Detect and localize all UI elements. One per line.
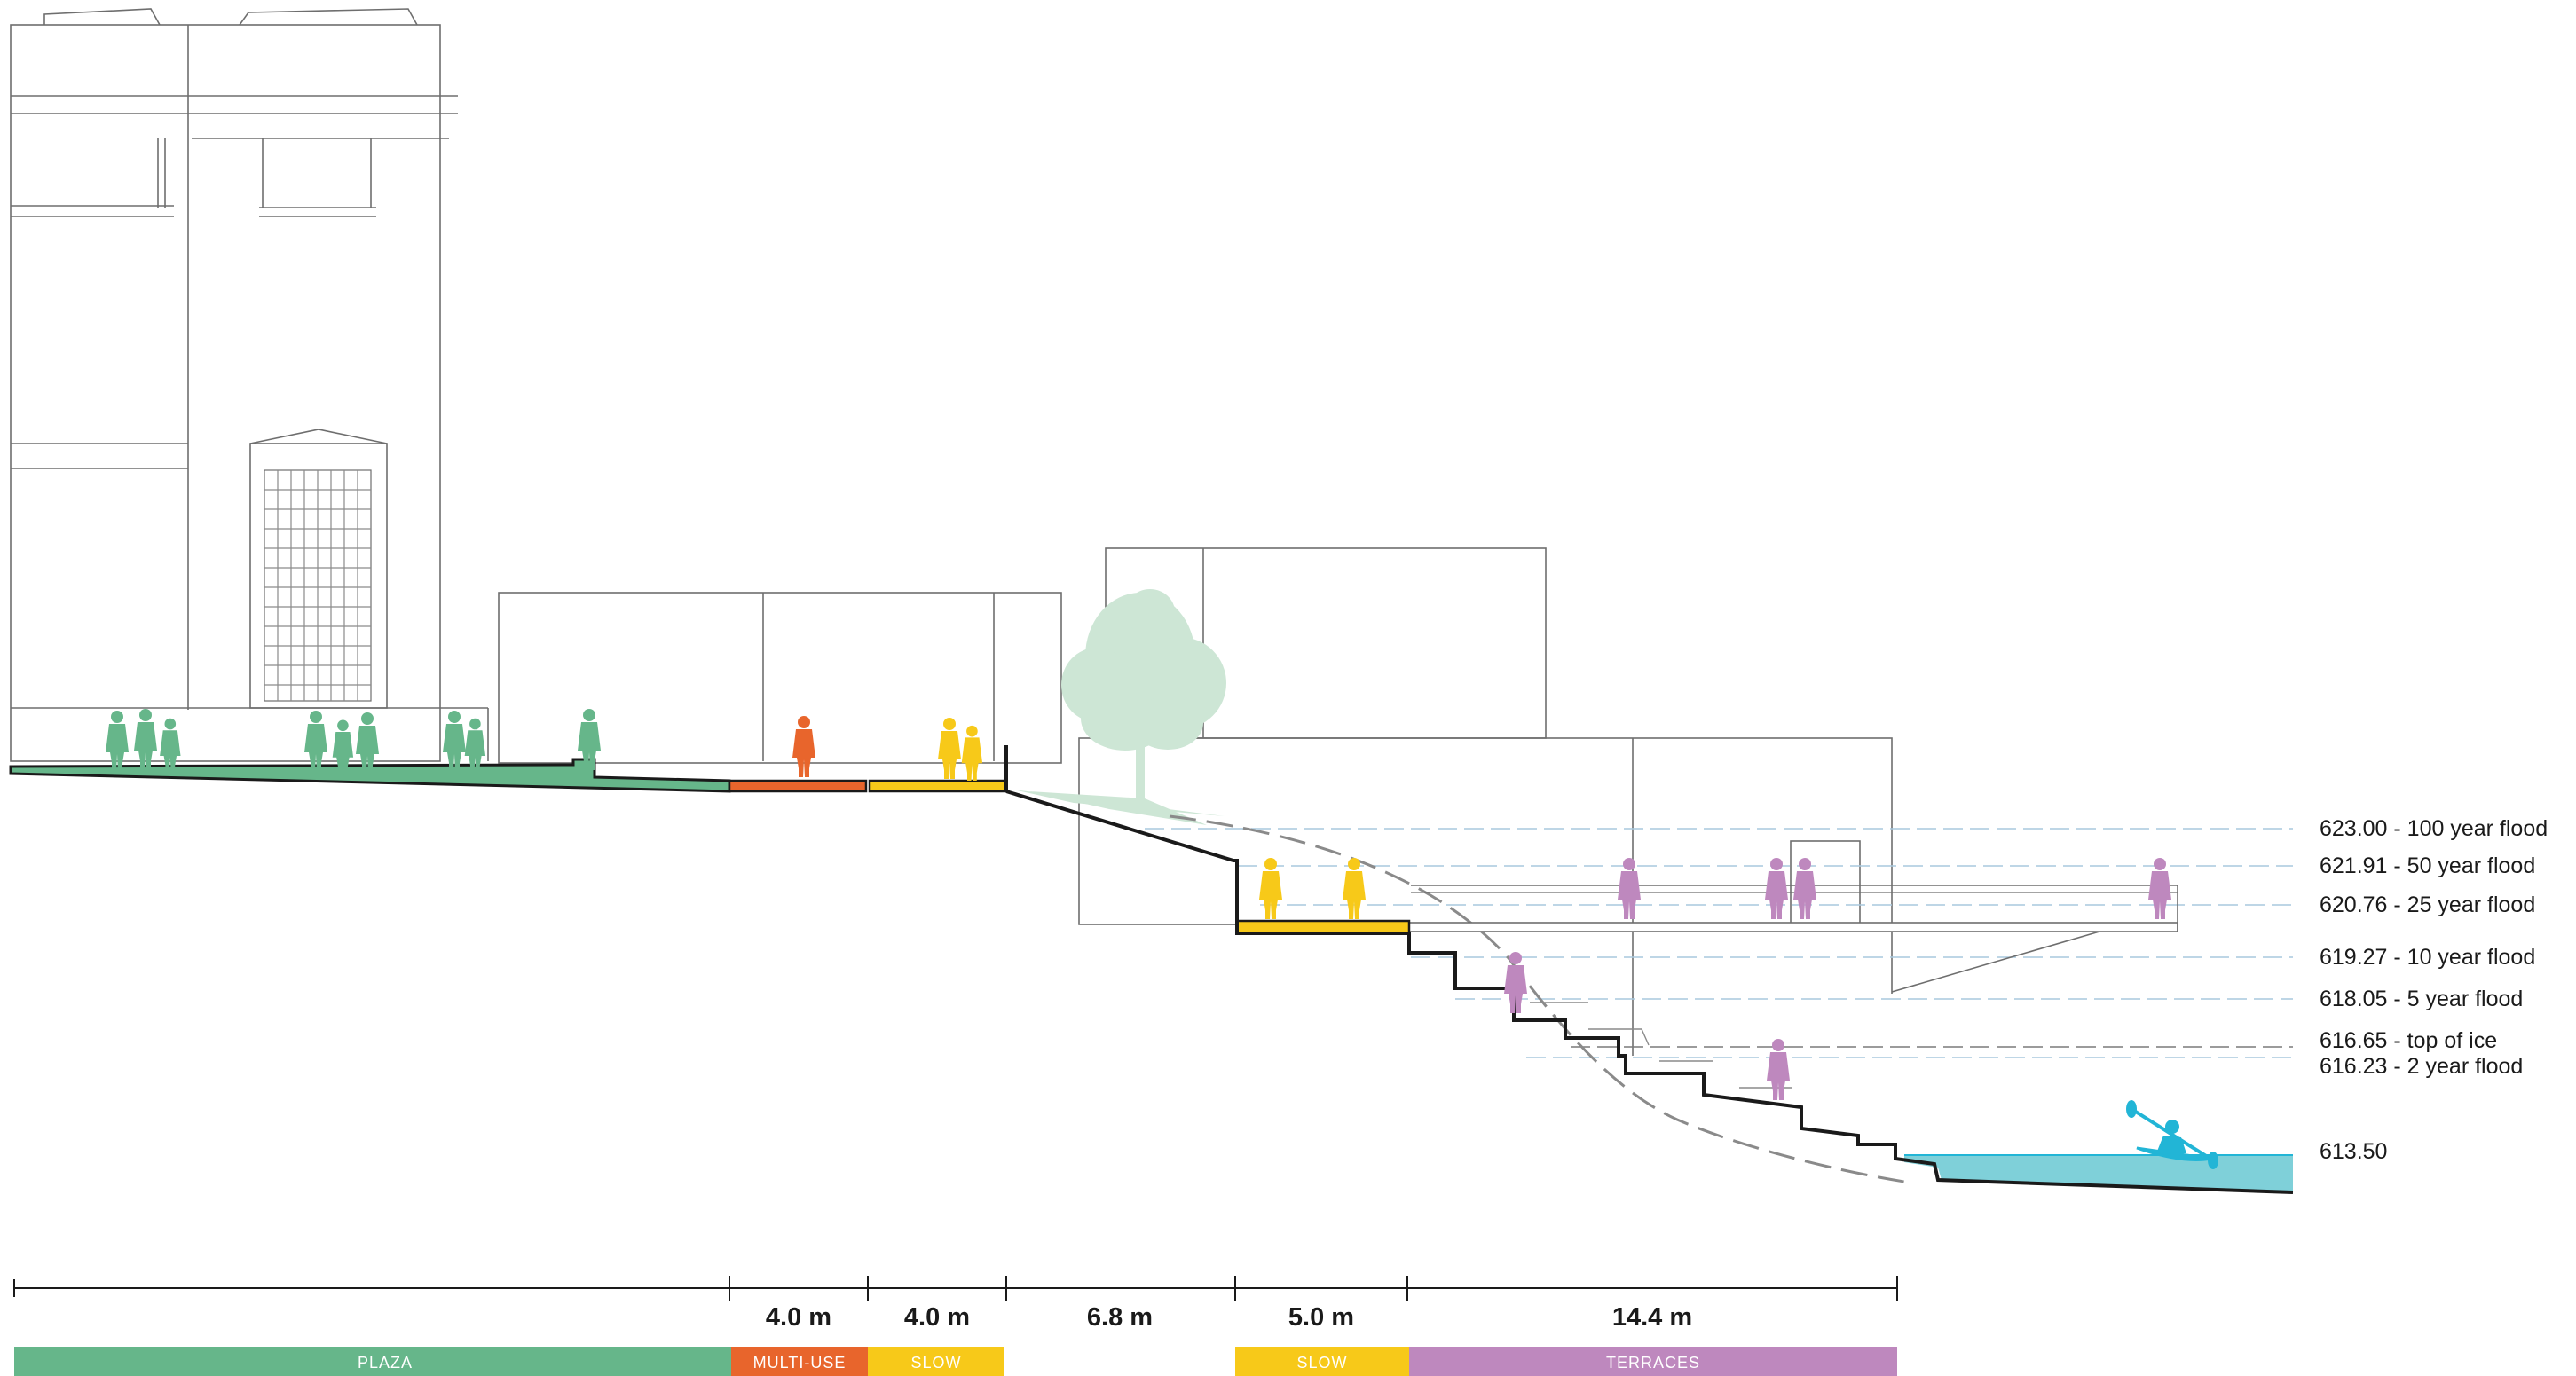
dimension-labels: 4.0 m 4.0 m 6.8 m 5.0 m 14.4 m bbox=[766, 1303, 1692, 1332]
person-icon bbox=[1793, 858, 1816, 919]
dimension-slow-upper: 4.0 m bbox=[904, 1303, 970, 1332]
person-icon bbox=[1343, 858, 1366, 919]
person-icon bbox=[2148, 858, 2171, 919]
river-water bbox=[1904, 1155, 2293, 1192]
zone-bar-slow-lower bbox=[1235, 1347, 1409, 1376]
person-icon bbox=[792, 716, 815, 777]
zone-label-slow-lower: SLOW bbox=[1296, 1354, 1347, 1372]
terrace-people bbox=[1504, 858, 2171, 1100]
tree-icon bbox=[1013, 589, 1226, 825]
dimension-slope: 6.8 m bbox=[1087, 1303, 1153, 1332]
slow-surface-upper bbox=[868, 779, 1008, 793]
door-grille bbox=[264, 470, 371, 701]
flood-label-10-year: 619.27 - 10 year flood bbox=[2320, 945, 2535, 970]
slow-people bbox=[938, 718, 1366, 919]
person-icon bbox=[1765, 858, 1788, 919]
flood-label-top-of-ice: 616.65 - top of ice bbox=[2320, 1028, 2497, 1053]
flood-label-5-year: 618.05 - 5 year flood bbox=[2320, 987, 2523, 1011]
zone-legend-bar: PLAZA MULTI-USE SLOW SLOW TERRACES bbox=[14, 1347, 1897, 1376]
background-buildings bbox=[10, 8, 1893, 1056]
dimension-terraces: 14.4 m bbox=[1612, 1303, 1692, 1332]
flood-level-labels: 623.00 - 100 year flood 621.91 - 50 year… bbox=[2320, 816, 2548, 1164]
person-icon bbox=[1618, 858, 1641, 919]
person-icon bbox=[1767, 1039, 1790, 1100]
dimension-multi-use: 4.0 m bbox=[766, 1303, 831, 1332]
plaza-surface bbox=[9, 758, 731, 793]
zone-label-multi-use: MULTI-USE bbox=[753, 1354, 847, 1372]
multi-use-surface bbox=[728, 779, 868, 793]
person-icon bbox=[938, 718, 961, 779]
person-icon bbox=[304, 711, 327, 772]
terrace-steps bbox=[1530, 1002, 1792, 1089]
zone-bar-plaza bbox=[14, 1347, 731, 1376]
flood-label-2-year: 616.23 - 2 year flood bbox=[2320, 1054, 2523, 1079]
flood-label-25-year: 620.76 - 25 year flood bbox=[2320, 892, 2535, 917]
zone-bar-slow-upper bbox=[868, 1347, 1004, 1376]
person-icon bbox=[106, 711, 129, 772]
dimension-slow-lower: 5.0 m bbox=[1288, 1303, 1354, 1332]
zone-bar-terraces bbox=[1409, 1347, 1897, 1376]
multi-use-people bbox=[792, 716, 815, 777]
kayaker-icon bbox=[2126, 1100, 2218, 1169]
existing-grade-line bbox=[1169, 814, 1905, 1183]
person-icon bbox=[443, 711, 466, 772]
zone-label-terraces: TERRACES bbox=[1606, 1354, 1700, 1372]
zone-label-slow-upper: SLOW bbox=[910, 1354, 961, 1372]
flood-label-50-year: 621.91 - 50 year flood bbox=[2320, 853, 2535, 878]
person-icon bbox=[1259, 858, 1282, 919]
flood-label-water-level: 613.50 bbox=[2320, 1139, 2387, 1164]
flood-label-100-year: 623.00 - 100 year flood bbox=[2320, 816, 2548, 841]
section-profile-line bbox=[1004, 745, 2294, 1194]
zone-bar-multi-use bbox=[731, 1347, 868, 1376]
slow-surface-lower bbox=[1235, 919, 1411, 935]
zone-label-plaza: PLAZA bbox=[358, 1354, 413, 1372]
person-icon bbox=[961, 725, 983, 782]
flood-lines bbox=[1145, 828, 2293, 1058]
dimension-line bbox=[13, 1276, 1898, 1301]
